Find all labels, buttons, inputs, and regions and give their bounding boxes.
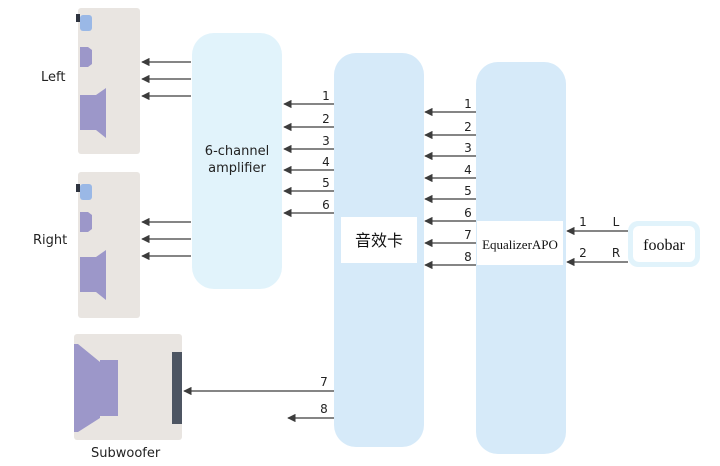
- card-amp-ch-4: 4: [322, 155, 330, 169]
- subwoofer: [74, 334, 182, 440]
- left-speaker-label: Left: [41, 70, 65, 85]
- eq-card-ch-2: 2: [464, 120, 472, 134]
- eq-card-ch-6: 6: [464, 206, 472, 220]
- eq-card-ch-5: 5: [464, 184, 472, 198]
- subwoofer-driver-icon: [100, 360, 118, 416]
- foobar-ch-1-num: 1: [579, 215, 587, 229]
- left-woofer-icon: [80, 88, 106, 138]
- sound-card-label: 音效卡: [355, 231, 403, 250]
- card-sub-channel-labels: 7 8: [320, 375, 328, 416]
- amp-to-right-arrows: [141, 217, 191, 261]
- card-amp-channel-labels: 1 2 3 4 5 6: [322, 89, 330, 212]
- amplifier-label-line1: 6-channel: [205, 144, 269, 159]
- right-speaker: [76, 172, 140, 318]
- left-midrange-icon: [80, 47, 92, 67]
- amplifier-label-line2: amplifier: [208, 161, 266, 176]
- foobar-ch-2-num: 2: [579, 246, 587, 260]
- card-amp-ch-3: 3: [322, 134, 330, 148]
- card-amp-ch-5: 5: [322, 176, 330, 190]
- foobar-ch-2-side: R: [612, 246, 620, 260]
- eq-card-ch-8: 8: [464, 250, 472, 264]
- card-sub-ch-7: 7: [320, 375, 328, 389]
- amp-to-left-arrows: [141, 57, 191, 101]
- right-tweeter-icon: [80, 184, 92, 200]
- right-woofer-icon: [80, 250, 106, 300]
- eq-card-ch-7: 7: [464, 228, 472, 242]
- equalizer-label-box: [477, 221, 563, 265]
- card-to-sub-arrows: [183, 386, 334, 423]
- card-amp-ch-6: 6: [322, 198, 330, 212]
- foobar-label-box: [633, 226, 695, 262]
- eq-card-ch-1: 1: [464, 97, 472, 111]
- eq-card-ch-3: 3: [464, 141, 472, 155]
- eq-card-ch-4: 4: [464, 163, 472, 177]
- card-to-amp-arrows: [283, 99, 334, 218]
- left-tweeter-icon: [80, 15, 92, 31]
- card-amp-ch-2: 2: [322, 112, 330, 126]
- foobar-to-eq-arrows: [566, 226, 628, 267]
- subwoofer-input-bar: [172, 352, 182, 424]
- foobar-ch-1-side: L: [613, 215, 620, 229]
- left-speaker: [76, 8, 140, 154]
- right-tweeter-mount: [76, 184, 80, 192]
- subwoofer-label: Subwoofer: [91, 446, 161, 461]
- card-amp-ch-1: 1: [322, 89, 330, 103]
- left-tweeter-mount: [76, 14, 80, 22]
- right-speaker-label: Right: [33, 233, 67, 248]
- amplifier-box: [192, 33, 282, 289]
- right-midrange-icon: [80, 212, 92, 232]
- subwoofer-cone-icon: [74, 344, 100, 432]
- equalizer-label: EqualizerAPO: [482, 237, 558, 252]
- eq-card-channel-labels: 1 2 3 4 5 6 7 8: [464, 97, 472, 264]
- foobar-channel-labels: 1 L 2 R: [579, 215, 620, 260]
- card-sub-ch-8: 8: [320, 402, 328, 416]
- sound-card-label-box: [341, 217, 417, 263]
- foobar-label: foobar: [643, 237, 685, 254]
- eq-to-card-arrows: [424, 107, 476, 270]
